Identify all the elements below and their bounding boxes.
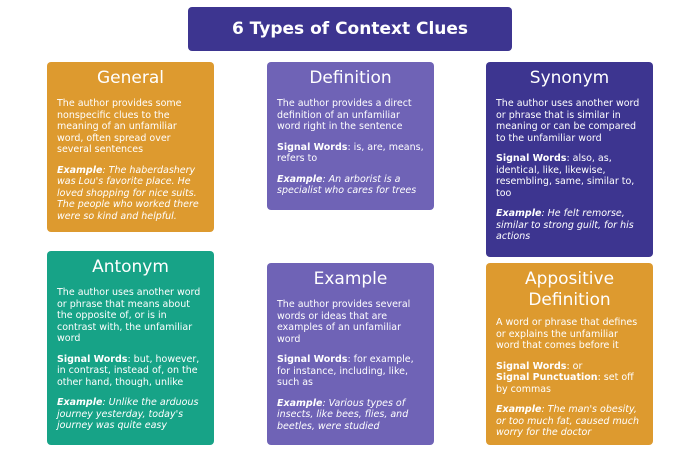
card-heading: Synonym <box>529 68 610 88</box>
card-signal-words: Signal Words: also, as, identical, like,… <box>496 153 643 199</box>
example-text: : The man's obesity, or too much fat, ca… <box>496 404 640 438</box>
example-text: : An arborist is a specialist who cares … <box>277 173 417 197</box>
example-text: : Unlike the arduous journey yesterday, … <box>57 397 199 431</box>
signal-label: Signal Words <box>496 360 567 372</box>
card-description: The author uses another word or phrase t… <box>496 98 640 144</box>
card-signal-words: Signal Words: is, are, means, refers to <box>277 142 424 165</box>
signal-punctuation-label: Signal Punctuation <box>496 372 598 383</box>
signal-text: : for example, for instance, including, … <box>277 354 414 388</box>
example-label: Example <box>277 173 323 185</box>
card-heading: Antonym <box>92 257 169 277</box>
title-banner: 6 Types of Context Clues <box>188 7 512 51</box>
signal-text: : but, however, in contrast, instead of,… <box>57 353 200 388</box>
card-example: Example: The man's obesity, or too much … <box>496 404 643 439</box>
example-text: : The haberdashery was Lou's favorite pl… <box>57 164 199 222</box>
example-text: : Various types of insects, like bees, f… <box>277 397 409 432</box>
card-antonym: Antonym The author uses another word or … <box>47 251 214 445</box>
signal-label: Signal Words <box>496 153 567 164</box>
card-heading: Appositive Definition <box>524 269 615 310</box>
card-example: Example: The haberdashery was Lou's favo… <box>57 165 204 223</box>
card-example-type: Example The author provides several word… <box>267 263 434 445</box>
signal-label: Signal Words <box>277 141 348 153</box>
example-label: Example <box>57 397 103 408</box>
signal-text: : or <box>566 360 583 372</box>
card-description: The author provides a direct definition … <box>277 98 412 132</box>
signal-text: : is, are, means, refers to <box>277 141 424 165</box>
example-label: Example <box>496 404 542 415</box>
example-label: Example <box>57 164 103 176</box>
card-description: A word or phrase that defines or explain… <box>496 317 638 351</box>
example-label: Example <box>496 208 542 219</box>
signal-punctuation-text: : set off by commas <box>496 372 634 395</box>
signal-label: Signal Words <box>277 354 348 365</box>
card-definition: Definition The author provides a direct … <box>267 62 434 210</box>
card-example: Example: An arborist is a specialist who… <box>277 174 424 197</box>
card-heading: Example <box>313 269 388 289</box>
signal-text: : also, as, identical, like, likewise, r… <box>496 153 635 199</box>
card-heading: Definition <box>309 68 392 88</box>
card-example: Example: Various types of insects, like … <box>277 398 424 433</box>
example-text: : He felt remorse, similar to strong gui… <box>496 208 634 242</box>
card-description: The author provides some nonspecific clu… <box>57 98 182 155</box>
card-appositive-definition: Appositive Definition A word or phrase t… <box>486 263 653 445</box>
card-general: General The author provides some nonspec… <box>47 62 214 232</box>
page-title: 6 Types of Context Clues <box>231 19 469 39</box>
signal-label: Signal Words <box>57 353 128 365</box>
card-signal-words: Signal Words: for example, for instance,… <box>277 354 424 389</box>
card-description: The author uses another word or phrase t… <box>57 287 201 344</box>
card-example: Example: Unlike the arduous journey yest… <box>57 397 204 432</box>
card-signal-words: Signal Words: but, however, in contrast,… <box>57 354 204 389</box>
card-description: The author provides several words or ide… <box>277 299 411 345</box>
card-heading: General <box>97 68 164 88</box>
example-label: Example <box>277 397 323 409</box>
card-example: Example: He felt remorse, similar to str… <box>496 208 643 243</box>
card-synonym: Synonym The author uses another word or … <box>486 62 653 257</box>
